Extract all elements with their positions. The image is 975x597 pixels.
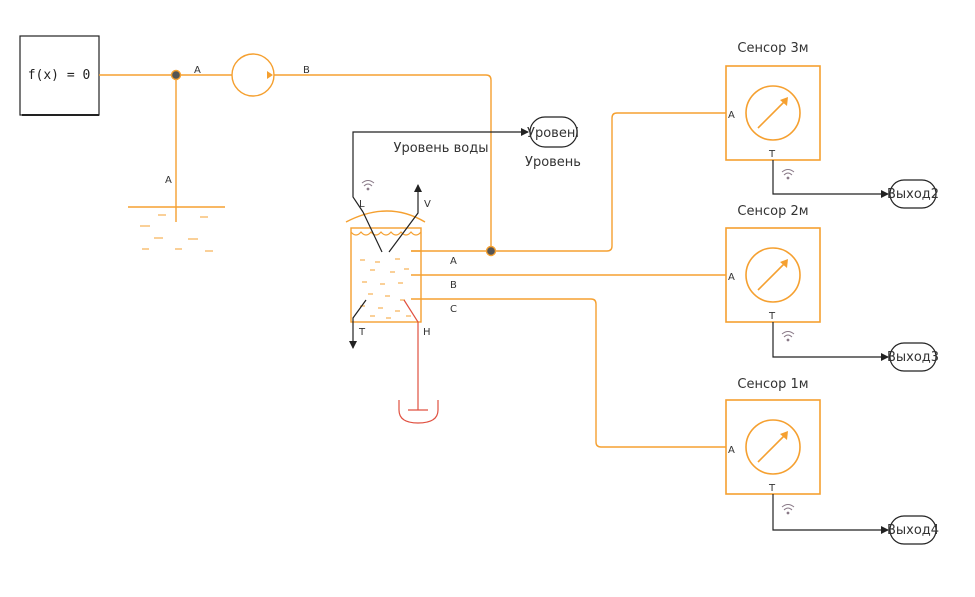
signal-wire-sensor1[interactable]	[772, 494, 889, 534]
reservoir-block[interactable]	[128, 206, 225, 252]
wire-tank-sensor1[interactable]	[411, 298, 726, 448]
sensor-2m-port-t: T	[768, 311, 776, 322]
sensor-3m-title: Сенсор 3м	[737, 41, 808, 56]
tank-port-v: V	[424, 199, 431, 210]
junction-node-2[interactable]	[485, 245, 497, 257]
ground-icon[interactable]	[398, 400, 439, 424]
output-block-3[interactable]: Выход3	[887, 342, 939, 372]
sensor-1m-port-t: T	[768, 483, 776, 494]
hydraulic-wires	[99, 74, 726, 448]
sensor-3m-port-t: T	[768, 149, 776, 160]
signal-wire-level[interactable]	[352, 128, 529, 213]
tank-block[interactable]	[345, 180, 426, 411]
wire-pump-tank[interactable]	[274, 74, 492, 251]
level-output-text: Уровені	[527, 126, 579, 141]
wire-tank-sensor3[interactable]	[411, 112, 726, 252]
pump-block[interactable]	[231, 53, 275, 97]
output-4-text: Выход4	[887, 523, 939, 538]
tank-port-l: L	[359, 199, 365, 210]
pump-port-a: A	[194, 65, 201, 76]
sensor-1m-title: Сенсор 1м	[737, 377, 808, 392]
pump-port-b: B	[303, 65, 310, 76]
wifi-icon	[781, 169, 795, 180]
output-2-text: Выход2	[887, 187, 939, 202]
signal-wire-sensor3[interactable]	[772, 160, 889, 198]
tank-port-c: C	[450, 304, 457, 315]
signal-wire-sensor2[interactable]	[772, 322, 889, 361]
tank-port-a: A	[450, 256, 457, 267]
junction-node-1[interactable]	[170, 69, 182, 81]
wifi-icon	[781, 504, 795, 515]
level-output-block[interactable]: Уровені	[527, 116, 579, 148]
tank-port-h: H	[423, 327, 431, 338]
level-output-caption: Уровень	[525, 155, 581, 170]
sensor-3m-block[interactable]	[725, 65, 821, 161]
tank-caption: Уровень воды	[394, 141, 489, 156]
tank-port-b: B	[450, 280, 457, 291]
sensor-1m-block[interactable]	[725, 399, 821, 495]
sensor-2m-port-a: A	[728, 272, 735, 283]
wifi-icon	[361, 180, 375, 191]
solver-block[interactable]: f(x) = 0	[19, 35, 100, 116]
output-block-2[interactable]: Выход2	[887, 179, 939, 209]
sensor-3m-port-a: A	[728, 110, 735, 121]
solver-formula: f(x) = 0	[28, 68, 91, 83]
reservoir-port-a: A	[165, 175, 172, 186]
wifi-icon	[781, 331, 795, 342]
tank-port-t: T	[358, 327, 366, 338]
output-3-text: Выход3	[887, 350, 939, 365]
sensor-2m-title: Сенсор 2м	[737, 204, 808, 219]
sensor-1m-port-a: A	[728, 445, 735, 456]
sensor-2m-block[interactable]	[725, 227, 821, 323]
output-block-4[interactable]: Выход4	[887, 515, 939, 545]
